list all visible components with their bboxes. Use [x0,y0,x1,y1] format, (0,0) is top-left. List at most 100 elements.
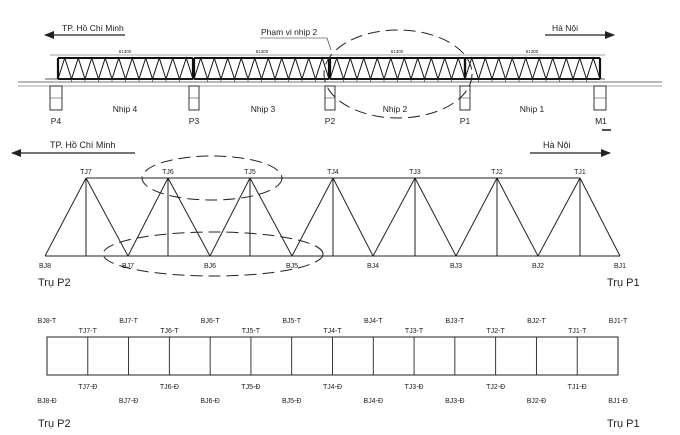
panel-label-bj-bottom: BJ5-Đ [282,398,301,405]
truss-span-2 [328,56,467,82]
truss-members [44,177,621,257]
bottom-joint-label: BJ7 [122,263,134,270]
diagonal-member [127,177,169,257]
pier-label-right: Trụ P1 [607,277,640,289]
panel-label-tj-top: TJ7-T [79,328,98,335]
top-joint-label: TJ1 [574,169,586,176]
span-label-3: Nhịp 3 [251,104,276,114]
truss-spans [56,56,602,82]
span-dimensions: 61300 61300 61300 61300 [119,49,539,54]
pier-label-p1: P1 [460,116,471,126]
panel-label-tj-bottom: TJ6-Đ [160,384,179,391]
panel-label-tj-top: TJ2-T [487,328,506,335]
diagonal-member [414,177,457,257]
pier-label-p4: P4 [51,116,62,126]
top-joint-label: TJ3 [409,169,421,176]
bottom-joint-label: BJ2 [532,263,544,270]
pier-p1 [459,85,471,111]
pier-label-p3: P3 [189,116,200,126]
diagonal-member [209,177,251,257]
scope-ellipse [323,29,473,119]
diagonal-member [167,177,211,257]
panel-label-tj-top: TJ4-T [323,328,342,335]
diagonal-member [85,177,129,257]
panel-label-tj-bottom: TJ2-Đ [486,384,505,391]
pier-p4 [49,85,63,111]
panel-label-tj-bottom: TJ7-Đ [78,384,97,391]
diagonal-member [579,177,621,257]
panel-label-tj-bottom: TJ4-Đ [323,384,342,391]
panel-label-bj-top: BJ6-T [201,318,220,325]
direction-right-label: Hà Nội [552,23,578,33]
direction-left-label: TP. Hồ Chí Minh [50,140,115,150]
pier-label-right: Trụ P1 [607,418,640,430]
pier-label-m1: M1 [595,116,607,126]
panel-label-tj-top: TJ1-T [568,328,587,335]
panel-label-tj-bottom: TJ3-Đ [405,384,424,391]
diagonal-member [249,177,293,257]
bottom-joint-label: BJ5 [286,263,298,270]
pier-label-left: Trụ P2 [38,418,71,430]
bottom-joint-label: BJ1 [614,263,626,270]
panel-label-bj-top: BJ2-T [527,318,546,325]
panel-label-bj-top: BJ7-T [119,318,138,325]
scope-label: Phạm vi nhịp 2 [261,27,317,37]
bottom-joint-label: BJ6 [204,263,216,270]
top-joint-label: TJ7 [80,169,92,176]
bottom-joint-label: BJ4 [367,263,379,270]
panel-label-tj-bottom: TJ5-Đ [241,384,260,391]
scope-leader-line [260,37,332,51]
bridge-elevation: TP. Hồ Chí Minh Hà Nội 61300 61300 61300… [18,23,662,131]
panel-label-bj-top: BJ1-T [609,318,628,325]
panel-label-bj-bottom: BJ6-Đ [200,398,219,405]
top-joint-label: TJ4 [327,169,339,176]
pier-label-left: Trụ P2 [38,277,71,289]
diagonal-member [496,177,539,257]
highlight-ellipse-bottom [102,231,324,277]
panel-label-bj-bottom: BJ1-Đ [608,398,627,405]
panel-label-tj-top: TJ6-T [160,328,179,335]
bottom-joint-label: BJ3 [450,263,462,270]
panel-label-bj-top: BJ3-T [446,318,465,325]
panel-grid [46,336,619,376]
abutment-m1 [593,85,607,111]
panel-label-bj-bottom: BJ2-Đ [527,398,546,405]
span-label-4: Nhịp 4 [113,104,138,114]
diagonal-member [291,177,334,257]
top-joint-label: TJ5 [244,169,256,176]
diagonal-member [44,177,87,257]
panel-label-tj-top: TJ5-T [242,328,261,335]
panel-label-bj-bottom: BJ4-Đ [364,398,383,405]
span-dim-3: 61300 [256,49,269,54]
top-joint-label: TJ6 [162,169,174,176]
highlight-ellipse-top [141,155,283,201]
pier-p2 [324,85,336,111]
diagonal-member [372,177,416,257]
diagonal-member [332,177,374,257]
pier-p3 [188,85,200,111]
span-dim-4: 61300 [119,49,132,54]
top-joint-label: TJ2 [491,169,503,176]
diagonal-member [455,177,498,257]
panel-label-bj-bottom: BJ3-Đ [445,398,464,405]
span-dim-2: 61300 [391,49,404,54]
truss-span-4 [56,56,195,82]
bottom-joint-label: BJ8 [39,263,51,270]
pier-label-p2: P2 [325,116,336,126]
span-label-1: Nhịp 1 [520,104,545,114]
panel-label-bj-bottom: BJ8-Đ [37,398,56,405]
direction-right-label: Hà Nội [543,140,571,150]
panel-label-tj-top: TJ3-T [405,328,424,335]
panel-label-bj-top: BJ4-T [364,318,383,325]
span-dim-1: 61300 [526,49,539,54]
truss-span-1 [463,56,602,82]
span-label-2: Nhịp 2 [383,104,408,114]
truss-span-3 [192,56,331,82]
panel-label-bj-top: BJ8-T [38,318,57,325]
diagonal-member [537,177,581,257]
panel-label-tj-bottom: TJ1-Đ [568,384,587,391]
